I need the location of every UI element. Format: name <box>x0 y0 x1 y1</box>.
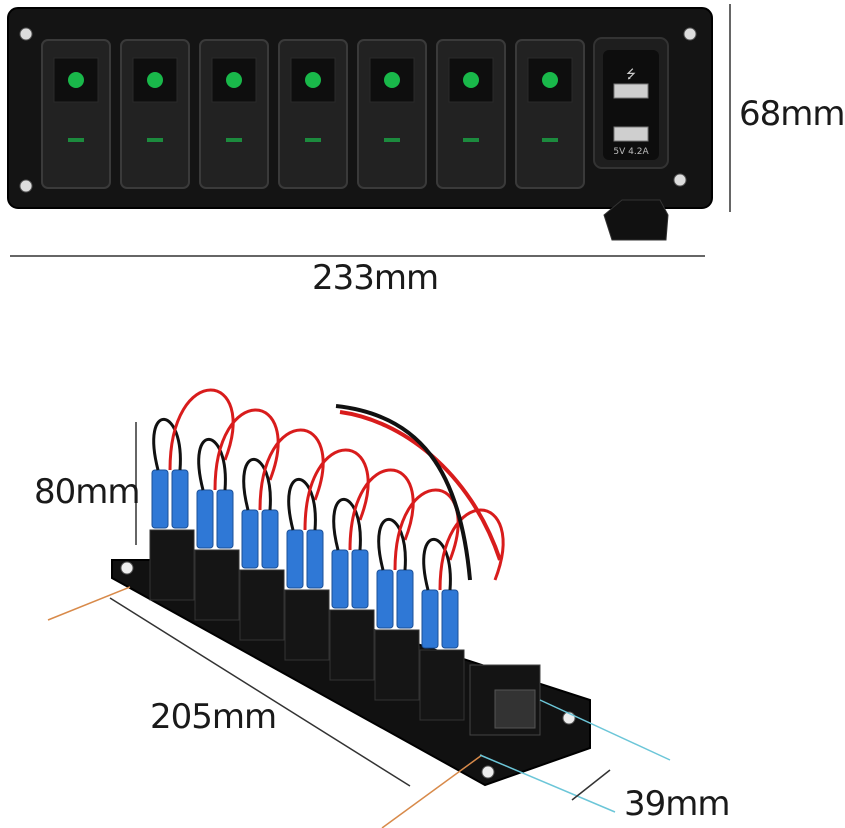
rocker-switch-6[interactable] <box>436 39 506 189</box>
wiring-assembly <box>111 388 591 787</box>
led-indicator-icon <box>463 72 479 88</box>
blue-spade-connector <box>396 569 414 629</box>
usb-module-label <box>494 689 536 729</box>
red-jumper-wire <box>168 388 235 471</box>
blue-spade-connector <box>441 589 459 649</box>
red-jumper-wire <box>213 408 280 491</box>
black-jumper-wire <box>242 457 272 511</box>
led-indicator-icon <box>147 72 163 88</box>
wire-height-label: 80mm <box>34 472 141 512</box>
usb-port-1 <box>613 83 649 99</box>
blue-spade-connector <box>261 509 279 569</box>
blue-spade-connector <box>241 509 259 569</box>
led-indicator-icon <box>226 72 242 88</box>
rear-switch-2 <box>194 489 240 621</box>
base-length-label: 205mm <box>150 697 277 737</box>
usb-port-2 <box>613 126 649 142</box>
rocker-switch-5[interactable] <box>357 39 427 189</box>
black-jumper-wire <box>152 417 182 471</box>
usb-dust-cap <box>603 199 669 241</box>
black-jumper-wire <box>422 537 452 591</box>
red-jumper-wire <box>438 508 505 591</box>
black-jumper-wire <box>377 517 407 571</box>
led-indicator-icon <box>542 72 558 88</box>
rear-switch-housing <box>374 629 420 701</box>
rear-switch-housing <box>149 529 195 601</box>
base-mount-hole-left <box>120 561 134 575</box>
rocker-switch-4[interactable] <box>278 39 348 189</box>
rear-switch-7 <box>419 589 465 721</box>
dimension-lines-top <box>10 4 731 257</box>
base-depth-label: 39mm <box>624 784 731 824</box>
rear-switch-housing <box>239 569 285 641</box>
rocker-lower-marker <box>68 138 84 142</box>
blue-spade-connector <box>421 589 439 649</box>
rear-switch-housing <box>329 609 375 681</box>
rear-switch-5 <box>329 549 375 681</box>
rear-switch-3 <box>239 509 285 641</box>
panel-width-label: 233mm <box>312 258 439 298</box>
rocker-indicator-window <box>211 57 257 103</box>
mount-hole-bottom-right <box>673 173 687 187</box>
red-jumper-wire <box>258 428 325 511</box>
led-indicator-icon <box>384 72 400 88</box>
blue-spade-connector <box>216 489 234 549</box>
mount-hole-top-left <box>19 27 33 41</box>
rocker-switch-row <box>41 39 585 189</box>
rocker-lower-marker <box>226 138 242 142</box>
red-jumper-wire <box>348 468 415 551</box>
usb-icon: ⭍ <box>626 67 636 81</box>
mount-hole-bottom-left <box>19 179 33 193</box>
base-mount-hole-bottom <box>481 765 495 779</box>
black-jumper-wire <box>332 497 362 551</box>
usb-rating-text: 5V 4.2A <box>613 147 649 157</box>
rear-switch-housing <box>419 649 465 721</box>
blue-spade-connector <box>306 529 324 589</box>
power-lead-black <box>335 404 472 581</box>
panel-height-label: 68mm <box>739 94 845 134</box>
rocker-switch-2[interactable] <box>120 39 190 189</box>
dimension-lines-bottom <box>47 422 671 828</box>
black-jumper-wire <box>287 477 317 531</box>
rocker-switch-3[interactable] <box>199 39 269 189</box>
led-indicator-icon <box>68 72 84 88</box>
rear-switch-housing <box>194 549 240 621</box>
red-jumper-wire <box>393 488 460 571</box>
rear-switch-1 <box>149 469 195 601</box>
rocker-lower-marker <box>463 138 479 142</box>
blue-spade-connector <box>151 469 169 529</box>
rocker-switch-7[interactable] <box>515 39 585 189</box>
rocker-switch-1[interactable] <box>41 39 111 189</box>
red-jumper-wire <box>303 448 370 531</box>
blue-spade-connector <box>351 549 369 609</box>
rear-switch-6 <box>374 569 420 701</box>
rocker-lower-marker <box>147 138 163 142</box>
rocker-lower-marker <box>384 138 400 142</box>
rear-switch-housing <box>284 589 330 661</box>
rocker-indicator-window <box>369 57 415 103</box>
product-illustration: ⭍ 5V 4.2A <box>7 4 731 828</box>
blue-spade-connector <box>171 469 189 529</box>
usb-charger-module: ⭍ 5V 4.2A <box>593 37 669 241</box>
led-indicator-icon <box>305 72 321 88</box>
rocker-lower-marker <box>305 138 321 142</box>
rocker-lower-marker <box>542 138 558 142</box>
blue-spade-connector <box>196 489 214 549</box>
blue-spade-connector <box>331 549 349 609</box>
blue-spade-connector <box>286 529 304 589</box>
blue-spade-connector <box>376 569 394 629</box>
mount-hole-top-right <box>683 27 697 41</box>
black-jumper-wire <box>197 437 227 491</box>
rear-switch-4 <box>284 529 330 661</box>
